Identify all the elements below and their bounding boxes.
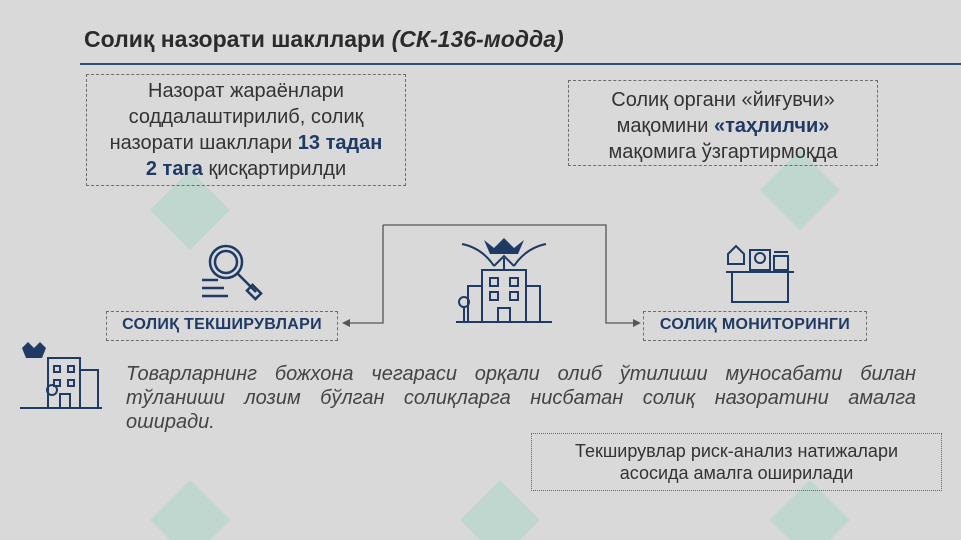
title-divider bbox=[80, 63, 961, 65]
tax-audits-label: СОЛИҚ ТЕКШИРУВЛАРИ bbox=[106, 311, 338, 341]
tax-building-icon bbox=[456, 238, 552, 323]
info-box-left: Назорат жараёнлари соддалаштирилиб, соли… bbox=[86, 74, 406, 186]
risk-analysis-note: Текширувлар риск-анализ натижалари асоси… bbox=[531, 433, 942, 491]
customs-control-description: Товарларнинг божхона чегараси орқали оли… bbox=[126, 363, 916, 433]
magnifier-icon bbox=[202, 244, 263, 301]
page-title: Солиқ назорати шакллари (СК-136-модда) bbox=[84, 26, 564, 52]
info-box-right: Солиқ органи «йиғувчи» мақомини «таҳлилч… bbox=[568, 80, 878, 166]
tax-monitoring-label: СОЛИҚ МОНИТОРИНГИ bbox=[643, 311, 867, 341]
monitoring-desk-icon bbox=[726, 244, 794, 303]
small-building-icon bbox=[20, 342, 102, 409]
